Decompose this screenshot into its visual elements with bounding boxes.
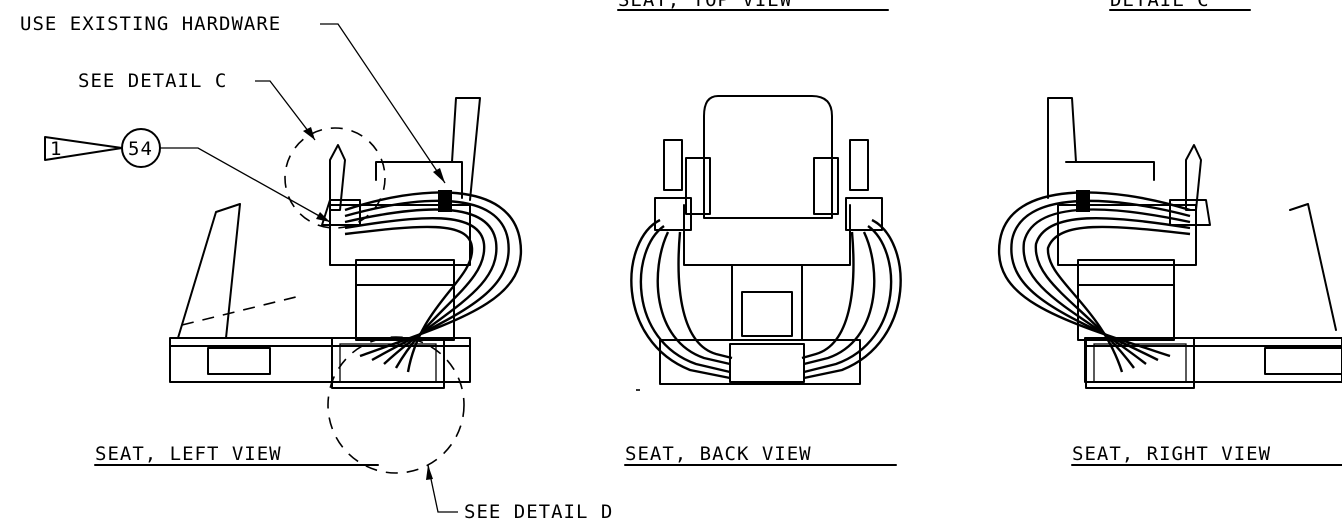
heading-detail-c: DETAIL C bbox=[1110, 0, 1210, 11]
seat-back-view: SEAT, BACK VIEW bbox=[624, 95, 902, 466]
seat-right-view: SEAT, RIGHT VIEW bbox=[997, 97, 1342, 466]
note-see-detail-c: SEE DETAIL C bbox=[78, 70, 227, 92]
item-balloon: 54 bbox=[121, 128, 331, 223]
view-title-right: SEAT, RIGHT VIEW bbox=[1072, 443, 1271, 465]
annotation-see-detail-d: SEE DETAIL D bbox=[426, 464, 613, 522]
heading-top-view: SEAT, TOP VIEW bbox=[618, 0, 792, 11]
view-title-left: SEAT, LEFT VIEW bbox=[95, 443, 282, 465]
seat-left-view: SEAT, LEFT VIEW bbox=[94, 97, 523, 474]
view-title-back: SEAT, BACK VIEW bbox=[625, 443, 812, 465]
flag-note-number: 1 bbox=[50, 138, 62, 160]
annotation-use-existing-hardware: USE EXISTING HARDWARE bbox=[20, 13, 446, 184]
note-use-existing-hardware: USE EXISTING HARDWARE bbox=[20, 13, 281, 35]
annotation-see-detail-c: SEE DETAIL C bbox=[78, 70, 316, 141]
flag-note: 1 bbox=[44, 136, 123, 161]
top-partial-headings: SEAT, TOP VIEW DETAIL C bbox=[617, 0, 1251, 11]
balloon-item-number: 54 bbox=[128, 138, 153, 160]
note-see-detail-d: SEE DETAIL D bbox=[464, 501, 613, 522]
